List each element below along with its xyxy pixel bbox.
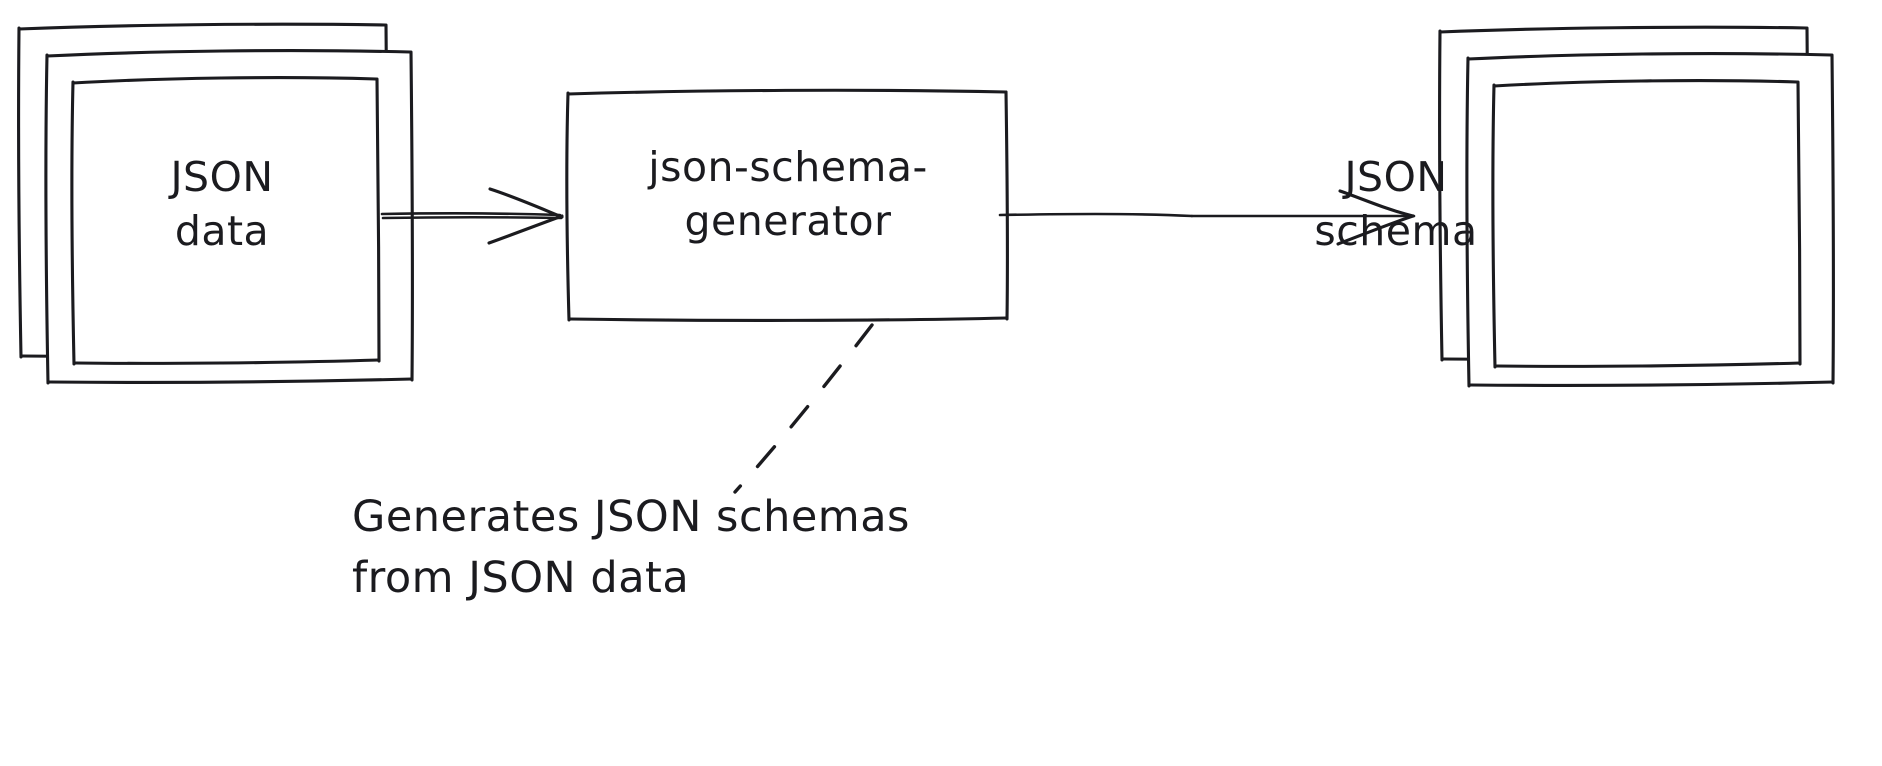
json-data-sheet-front [70,76,381,366]
generator-line-1: json-schema- [648,143,928,191]
json-data-line-1: JSON [170,153,274,201]
json-data-line-2: data [174,207,270,256]
node-json-schema-stack[interactable] [1438,25,1835,388]
json-schema-line-1: JSON [1344,153,1448,201]
node-json-schema-generator[interactable] [565,88,1009,322]
node-json-data-stack[interactable] [17,22,414,385]
node-label-json-schema: JSON schema [1246,150,1546,258]
diagram-caption: Generates JSON schemas from JSON data [352,487,1072,609]
node-label-json-schema-generator: json-schema- generator [568,140,1008,248]
json-schema-line-2: schema [1314,207,1478,256]
arrow-data-to-generator [380,187,564,245]
node-label-json-data: JSON data [72,150,372,258]
json-schema-sheet-front [1491,79,1802,369]
caption-line-1: Generates JSON schemas [352,492,910,542]
generator-line-2: generator [684,197,892,246]
dashed-connector-generator-to-caption [733,323,874,494]
caption-line-2: from JSON data [352,553,690,604]
arrow-generator-to-schema [998,189,1416,246]
